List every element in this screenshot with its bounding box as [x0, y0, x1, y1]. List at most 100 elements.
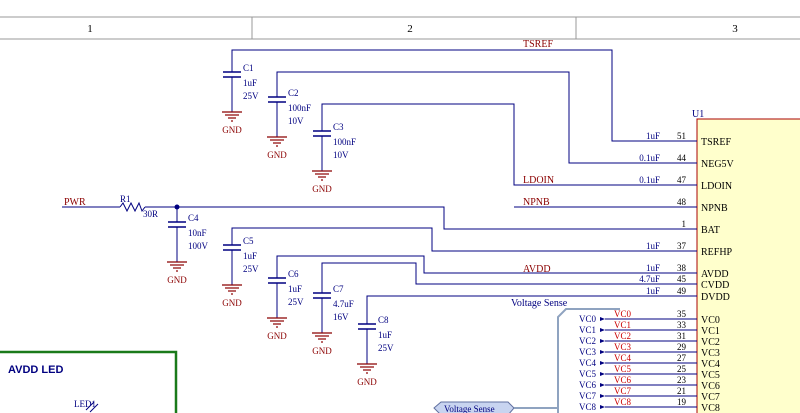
net-name: VC7	[614, 386, 632, 396]
pin-name: VC7	[701, 392, 720, 403]
pin-number: 35	[677, 309, 687, 319]
pin-number: 51	[677, 131, 686, 141]
pin-number: 23	[677, 375, 687, 385]
ground-symbol: GND	[222, 111, 242, 135]
chip-ref-label: U1	[692, 109, 704, 120]
pin-note: 0.1uF	[639, 175, 660, 185]
pin-number: 25	[677, 364, 687, 374]
pin-name: CVDD	[701, 280, 729, 291]
gnd-label: GND	[357, 377, 377, 387]
net-label-tsref: TSREF	[523, 39, 553, 50]
bus-entry-label: VC1	[579, 325, 596, 335]
pin-name: REFHP	[701, 247, 733, 258]
pin-name: VC6	[701, 381, 720, 392]
voltage-sense-port[interactable]: Voltage Sense	[433, 401, 558, 413]
net-name: VC6	[614, 375, 632, 385]
avdd-led-block[interactable]: AVDD LED LED1	[0, 350, 178, 413]
pin-name: VC0	[701, 315, 720, 326]
ground-symbol: GND	[312, 332, 332, 356]
bus-entry-label: VC8	[579, 402, 597, 412]
pin-number: 47	[677, 175, 687, 185]
pin-name: DVDD	[701, 292, 730, 303]
pin-name: NEG5V	[701, 159, 735, 170]
net-name: VC8	[614, 397, 632, 407]
bus-entry-label: VC7	[579, 391, 597, 401]
net-label-ldoin: LDOIN	[523, 175, 554, 186]
ground-symbol: GND	[167, 261, 187, 285]
pin-note: 1uF	[646, 131, 660, 141]
cap-value: 10nF	[188, 228, 207, 238]
pin-name: VC1	[701, 326, 720, 337]
cap-rating: 100V	[188, 241, 209, 251]
gnd-label: GND	[267, 331, 287, 341]
net-label-pwr: PWR	[64, 197, 86, 208]
ground-symbol: GND	[222, 284, 242, 308]
pin-name: LDOIN	[701, 181, 732, 192]
capacitors: GNDC11uF25VGNDC2100nF10VGNDC3100nF10VGND…	[167, 63, 394, 387]
gnd-label: GND	[312, 184, 332, 194]
pin-name: VC4	[701, 359, 720, 370]
cap-rating: 10V	[333, 150, 349, 160]
cap-value: 100nF	[288, 103, 311, 113]
ground-symbol: GND	[267, 317, 287, 341]
cap-rating: 25V	[288, 297, 304, 307]
pin-number: 21	[677, 386, 686, 396]
pin-number: 31	[677, 331, 686, 341]
cap-ref: C7	[333, 284, 344, 294]
pin-note: 1uF	[646, 241, 660, 251]
junction-dot	[174, 204, 180, 210]
pin-name: AVDD	[701, 269, 729, 280]
net-label-npnb: NPNB	[523, 197, 550, 208]
pin-note: 1uF	[646, 286, 660, 296]
zone-label-2: 2	[407, 23, 413, 35]
bus-entry-label: VC4	[579, 358, 597, 368]
pin-number: 48	[677, 197, 687, 207]
resistor-r1[interactable]: R1 30R	[119, 194, 158, 219]
pin-number: 44	[677, 153, 687, 163]
chip-u1[interactable]: U1	[692, 109, 800, 413]
pin-name: TSREF	[701, 137, 731, 148]
net-labels: TSREF LDOIN NPNB AVDD PWR	[64, 39, 554, 275]
pin-note: 4.7uF	[639, 274, 660, 284]
cap-ref: C2	[288, 88, 299, 98]
pin-name: BAT	[701, 225, 720, 236]
gnd-label: GND	[167, 275, 187, 285]
